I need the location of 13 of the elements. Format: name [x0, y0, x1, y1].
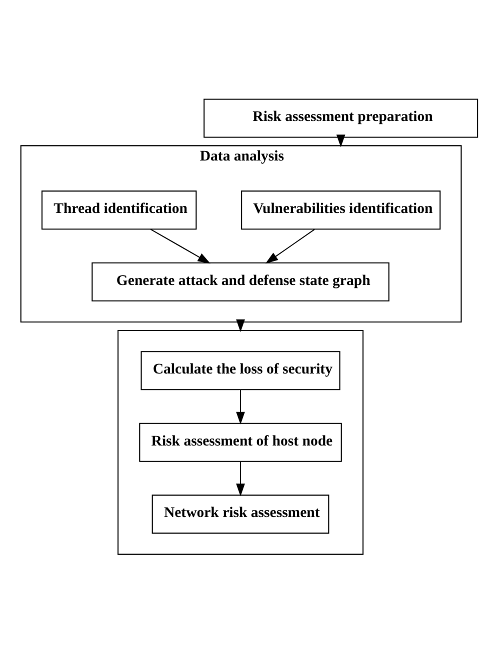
node-box: Generate attack and defense state graph — [92, 262, 390, 301]
arrow — [236, 389, 245, 424]
node-box: Thread identification — [41, 190, 197, 230]
node-box: Vulnerabilities identification — [241, 190, 441, 230]
node-box: Calculate the loss of security — [140, 350, 340, 390]
cluster — [118, 329, 364, 554]
arrow — [236, 318, 245, 332]
arrow — [236, 461, 245, 496]
arrow — [265, 228, 315, 264]
node-box: Risk assessment of host node — [139, 422, 342, 462]
node-box: Network risk assessment — [152, 494, 330, 534]
arrow — [336, 134, 346, 147]
arrow — [150, 228, 210, 264]
